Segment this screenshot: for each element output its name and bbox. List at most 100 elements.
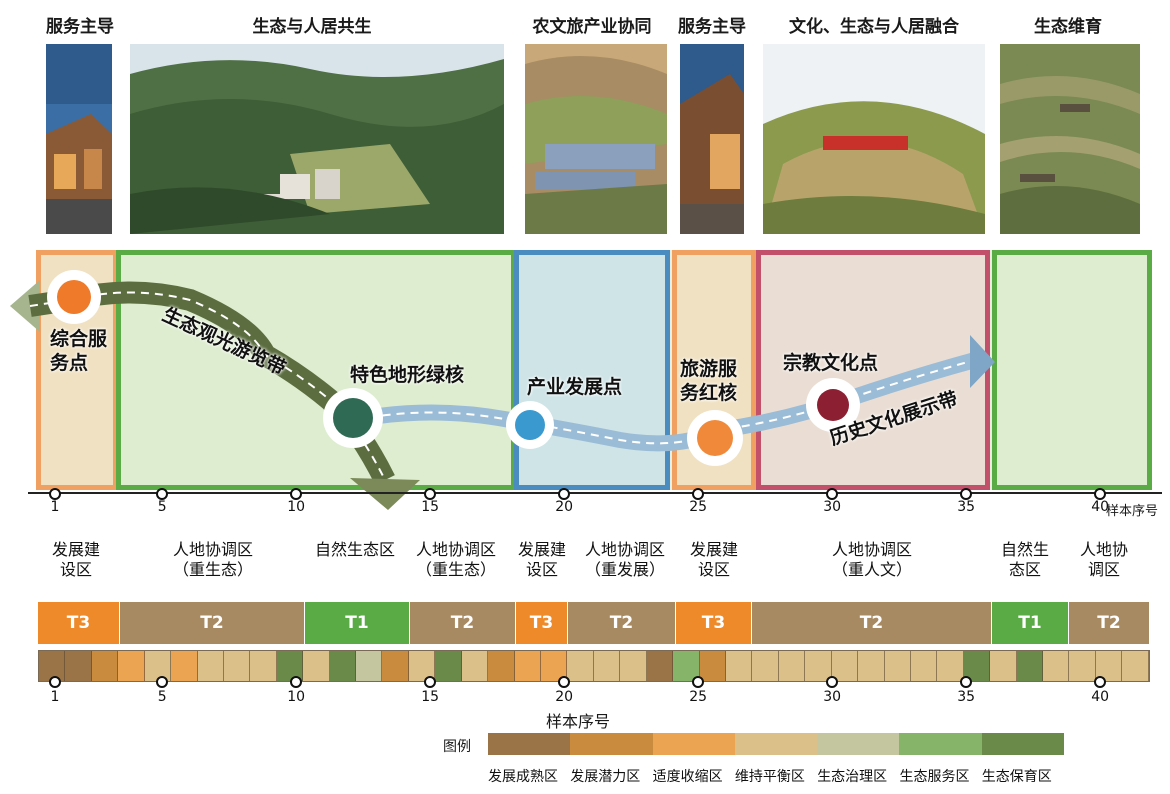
axis-tick-label: 1: [50, 689, 60, 705]
zone-box-eco-living: [116, 250, 516, 490]
node-tourism: [697, 420, 733, 456]
legend-swatch: [817, 733, 900, 755]
node-green-core: [333, 398, 373, 438]
photo-tourism-building: [680, 44, 744, 234]
axis-tick-marker: [558, 676, 571, 688]
sample-cell: [382, 651, 409, 681]
tier-segment: T2: [120, 602, 305, 644]
sample-cell: [699, 651, 726, 681]
axis-tick-label: 20: [555, 499, 574, 515]
sample-cell: [118, 651, 145, 681]
section-title: 农文旅产业协同: [532, 17, 652, 37]
label-service-point: 综合服 务点: [50, 328, 108, 374]
legend-bar: [488, 733, 1064, 755]
photo-greenhouses: [525, 44, 667, 234]
axis-tick-label: 1: [50, 499, 60, 515]
tier-segment: T2: [568, 602, 676, 644]
sample-cell: [1069, 651, 1096, 681]
sample-cell: [91, 651, 119, 681]
sample-cell: [1043, 651, 1070, 681]
axis-tick-label: 30: [823, 499, 842, 515]
tier-segment: T3: [38, 602, 120, 644]
axis-tick-marker: [424, 676, 437, 688]
sample-cell: [725, 651, 753, 681]
legend-title: 图例: [443, 739, 471, 755]
sample-cell: [567, 651, 594, 681]
sample-cell: [646, 651, 674, 681]
axis-tick-label: 10: [287, 499, 306, 515]
zone-text: 发展建 设区: [51, 540, 100, 579]
sample-cell: [805, 651, 832, 681]
section-title: 文化、生态与人居融合: [789, 17, 959, 37]
legend-swatch: [570, 733, 653, 755]
sample-cell: [65, 651, 92, 681]
sample-cell: [171, 651, 198, 681]
axis-tick-label: 5: [157, 499, 167, 515]
photo-culture-hill: [763, 44, 985, 234]
sample-cell: [937, 651, 964, 681]
axis-tick-label: 15: [421, 499, 440, 515]
tier-segment: T2: [410, 602, 516, 644]
zone-text: 人地协调区 （重人文）: [831, 540, 912, 579]
top-axis-line: [28, 492, 1162, 494]
tier-segment: T3: [676, 602, 752, 644]
zone-text: 人地协调区 （重生态）: [172, 540, 253, 579]
axis-tick-marker: [290, 676, 303, 688]
legend-label: 生态治理区: [817, 769, 888, 785]
top-axis-label: 样本序号: [1106, 504, 1159, 519]
axis-tick-marker: [1094, 488, 1107, 500]
axis-tick-marker: [826, 488, 839, 500]
photo-service-building: [46, 44, 112, 234]
sample-cell: [250, 651, 277, 681]
zone-text: 人地协调区 （重发展）: [584, 540, 665, 579]
sample-cell: [197, 651, 224, 681]
corridor-arrow-right: [970, 335, 995, 388]
axis-tick-marker: [826, 676, 839, 688]
axis-tick-label: 40: [1091, 499, 1110, 515]
legend-label: 维持平衡区: [734, 769, 805, 785]
sample-cell: [593, 651, 621, 681]
axis-tick-label: 20: [555, 689, 574, 705]
axis-tick-label: 5: [157, 689, 167, 705]
axis-tick-marker: [156, 676, 169, 688]
section-title: 生态与人居共生: [252, 17, 372, 37]
sample-cell: [910, 651, 938, 681]
sample-cell: [990, 651, 1017, 681]
tier-segment: T2: [1069, 602, 1150, 644]
legend-swatch: [488, 733, 571, 755]
legend-swatch: [734, 733, 818, 755]
corridor-arrow-down: [350, 478, 420, 510]
label-green-core: 特色地形绿核: [350, 364, 465, 386]
sample-cell: [223, 651, 251, 681]
axis-tick-label: 25: [689, 499, 708, 515]
axis-tick-marker: [424, 488, 437, 500]
sample-cell: [1016, 651, 1044, 681]
node-industry: [515, 410, 545, 440]
section-title: 服务主导: [678, 17, 746, 37]
sample-cell: [778, 651, 806, 681]
corridor-arrow-left: [10, 280, 40, 332]
node-religion: [817, 389, 849, 421]
tier-segment: T1: [992, 602, 1069, 644]
bottom-axis-label: 样本序号: [546, 712, 611, 731]
legend-label: 生态服务区: [899, 769, 970, 785]
zone-text: 自然生态区: [314, 540, 395, 559]
sample-cell: [831, 651, 859, 681]
axis-tick-label: 10: [287, 689, 306, 705]
sample-strip: [38, 650, 1150, 682]
sample-cell: [514, 651, 542, 681]
label-industry-point: 产业发展点: [527, 376, 623, 398]
axis-tick-label: 15: [421, 689, 440, 705]
label-religion-point: 宗教文化点: [783, 352, 879, 374]
axis-tick-marker: [558, 488, 571, 500]
axis-tick-label: 25: [689, 689, 708, 705]
axis-tick-label: 30: [823, 689, 842, 705]
legend-swatch: [899, 733, 982, 755]
legend-label: 适度收缩区: [652, 769, 723, 785]
axis-tick-label: 35: [957, 689, 976, 705]
axis-tick-marker: [290, 488, 303, 500]
zone-text: 发展建 设区: [517, 540, 566, 579]
axis-tick-marker: [960, 676, 973, 688]
photo-eco-terraces: [1000, 44, 1140, 234]
